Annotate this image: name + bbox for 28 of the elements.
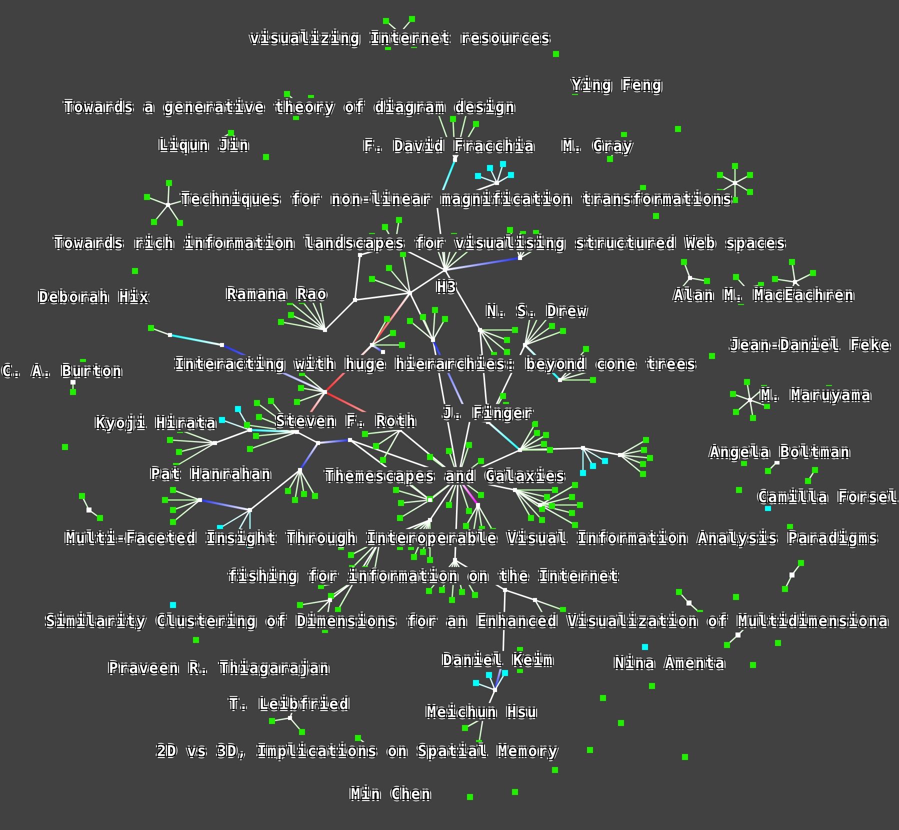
author-name: Daniel Keim xyxy=(443,651,554,669)
author-name: N. S. Drew xyxy=(487,302,588,320)
paper-title: Similarity Clustering of Dimensions for an Enhanced Visualization of Multidimensiona xyxy=(46,612,889,630)
author-name: Liqun Jin xyxy=(159,136,250,154)
paper-title: Interacting with huge hierarchies: beyond cone trees xyxy=(175,355,697,373)
author-name: M. Gray xyxy=(563,137,634,155)
author-name: Steven F. Roth xyxy=(276,412,416,430)
paper-title: Towards a generative theory of diagram design xyxy=(64,98,516,116)
paper-title: Towards rich information landscapes for visualising structured Web spaces xyxy=(54,234,786,252)
author-name: Alan M. MacEachren xyxy=(674,286,855,304)
author-name: F. David Fracchia xyxy=(364,137,535,155)
author-name: Meichun Hsu xyxy=(427,703,538,721)
author-name: Kyoji Hirata xyxy=(96,414,216,432)
author-name: J. Finger xyxy=(443,404,534,422)
author-name: C. A. Burton xyxy=(2,362,122,380)
author-name: T. Leibfried xyxy=(229,695,350,713)
author-name: Ramana Rao xyxy=(227,285,328,303)
paper-title: Themescapes and Galaxies xyxy=(325,467,566,485)
paper-title: visualizing Internet resources xyxy=(250,29,551,47)
author-name: Praveen R. Thiagarajan xyxy=(109,659,330,677)
author-name: Angela Boltman xyxy=(710,443,850,461)
author-name: Ying Feng xyxy=(572,76,662,94)
author-name: Camilla Forsel xyxy=(758,488,898,506)
author-name: M. Maruyama xyxy=(761,386,872,404)
paper-title: Techniques for non-linear magnification transformations xyxy=(181,190,733,208)
paper-title: Multi-Faceted Insight Through Interoperable Visual Information Analysis Paradigms xyxy=(66,529,878,547)
paper-title: 2D vs 3D, Implications on Spatial Memory xyxy=(157,742,558,760)
paper-title: fishing for information on the Internet xyxy=(228,567,620,585)
